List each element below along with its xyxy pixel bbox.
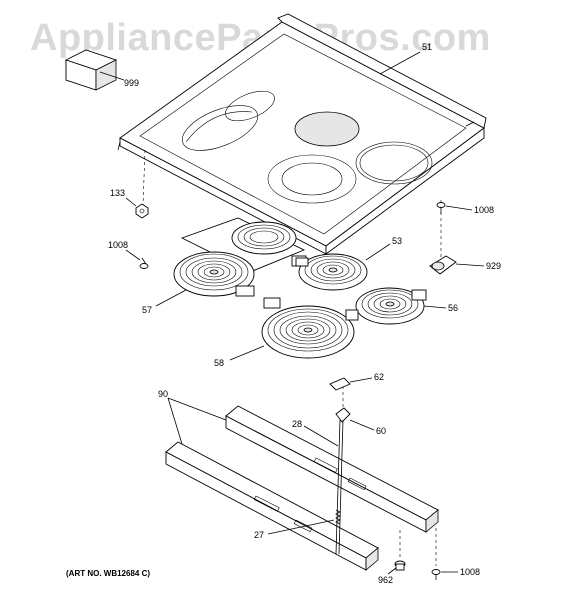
callout-1008-left: 1008 xyxy=(108,240,128,250)
callout-58: 58 xyxy=(214,358,224,368)
radiant-element-icon xyxy=(295,243,391,291)
radiant-element-icon xyxy=(155,217,307,307)
callout-929: 929 xyxy=(486,261,501,271)
screw-icon xyxy=(436,202,473,214)
screw-icon xyxy=(431,569,458,580)
bracket-icon xyxy=(329,377,373,391)
callout-57: 57 xyxy=(142,305,152,315)
nut-icon xyxy=(125,197,149,219)
switch-box-icon xyxy=(64,49,125,91)
cooktop-glass-icon xyxy=(117,13,487,255)
callout-51: 51 xyxy=(422,42,432,52)
callout-62: 62 xyxy=(374,372,384,382)
callout-53: 53 xyxy=(392,236,402,246)
clip-icon xyxy=(335,407,375,431)
support-bracket-icon xyxy=(165,405,439,571)
spring-icon xyxy=(267,509,341,535)
clip-icon xyxy=(429,255,485,275)
callout-27: 27 xyxy=(254,530,264,540)
callout-1008-bottom: 1008 xyxy=(460,567,480,577)
callout-1008-right-top: 1008 xyxy=(474,205,494,215)
callout-28: 28 xyxy=(292,419,302,429)
radiant-element-icon xyxy=(355,287,447,325)
callout-56: 56 xyxy=(448,303,458,313)
callout-133: 133 xyxy=(110,188,125,198)
rod-icon xyxy=(303,419,344,555)
art-number: (ART NO. WB12684 C) xyxy=(66,569,150,578)
callout-962: 962 xyxy=(378,575,393,585)
radiant-element-icon xyxy=(229,297,359,361)
screw-icon xyxy=(125,249,149,269)
bumper-icon xyxy=(387,560,406,575)
callout-90: 90 xyxy=(158,389,168,399)
callout-60: 60 xyxy=(376,426,386,436)
callout-999: 999 xyxy=(124,78,139,88)
